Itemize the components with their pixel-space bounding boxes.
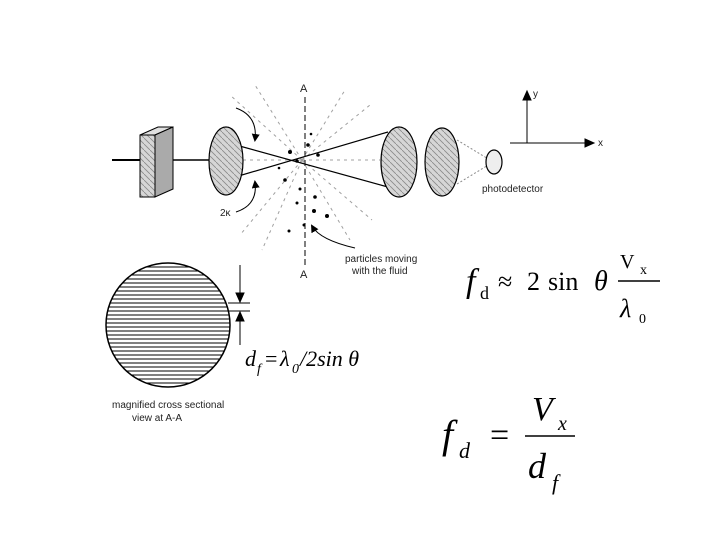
axis-y-label: y	[533, 89, 538, 100]
svg-text:f: f	[552, 470, 561, 495]
svg-text:d: d	[480, 283, 489, 303]
coordinate-axes	[510, 89, 596, 148]
svg-text:x: x	[557, 413, 567, 435]
fringe-spacing-marker	[228, 265, 250, 345]
axis-x-label: x	[598, 138, 603, 149]
receiving-lens-1	[380, 126, 418, 198]
fringe-cross-section	[105, 262, 231, 388]
svg-text:f: f	[466, 263, 480, 300]
laser-beams	[173, 131, 389, 188]
svg-text:f: f	[442, 412, 458, 457]
particles-label-line1: particles moving	[345, 254, 417, 265]
receiving-lens-2	[424, 127, 460, 197]
doppler-approx-equation: f d ≈ 2 sin θ V x λ 0	[466, 251, 660, 327]
svg-text:λ: λ	[279, 346, 290, 371]
svg-text:2: 2	[527, 267, 540, 296]
svg-text:θ: θ	[594, 266, 608, 297]
particles	[277, 132, 329, 233]
laser-source	[112, 126, 174, 198]
svg-text:0: 0	[639, 312, 646, 327]
fringe-spacing-equation: d f = λ 0 /2sin θ	[245, 346, 359, 377]
cross-section-label-line2: view at A-A	[132, 413, 182, 424]
svg-text:sin: sin	[548, 267, 578, 296]
particles-label-line2: with the fluid	[351, 266, 408, 277]
axis-a-bottom-label: A	[300, 269, 308, 281]
svg-text:=: =	[490, 417, 509, 454]
collected-light	[456, 139, 491, 185]
svg-text:d: d	[528, 446, 547, 486]
angle-arrow-top	[235, 107, 260, 142]
svg-text:f: f	[257, 362, 263, 377]
svg-text:0: 0	[292, 362, 299, 377]
svg-text:V: V	[620, 251, 635, 273]
svg-text:d: d	[459, 438, 471, 463]
axis-a-top-label: A	[300, 83, 308, 95]
doppler-frequency-equation: f d = V x d f	[442, 391, 575, 495]
photodetector-icon	[485, 149, 503, 175]
transmitting-lens	[208, 126, 244, 196]
angle-label: 2κ	[220, 208, 232, 219]
cross-section-label-line1: magnified cross sectional	[112, 400, 224, 411]
svg-text:V: V	[532, 391, 557, 428]
svg-text:=: =	[265, 346, 277, 371]
svg-text:≈: ≈	[498, 267, 512, 296]
svg-text:d: d	[245, 346, 257, 371]
ray-fan	[225, 84, 380, 251]
svg-text:λ: λ	[619, 294, 631, 323]
photodetector-label: photodetector	[482, 184, 544, 195]
particles-leader-arrow	[311, 224, 356, 249]
svg-text:x: x	[640, 263, 647, 278]
svg-text:/2sin θ: /2sin θ	[298, 346, 359, 371]
angle-arrow-bottom	[235, 180, 260, 213]
